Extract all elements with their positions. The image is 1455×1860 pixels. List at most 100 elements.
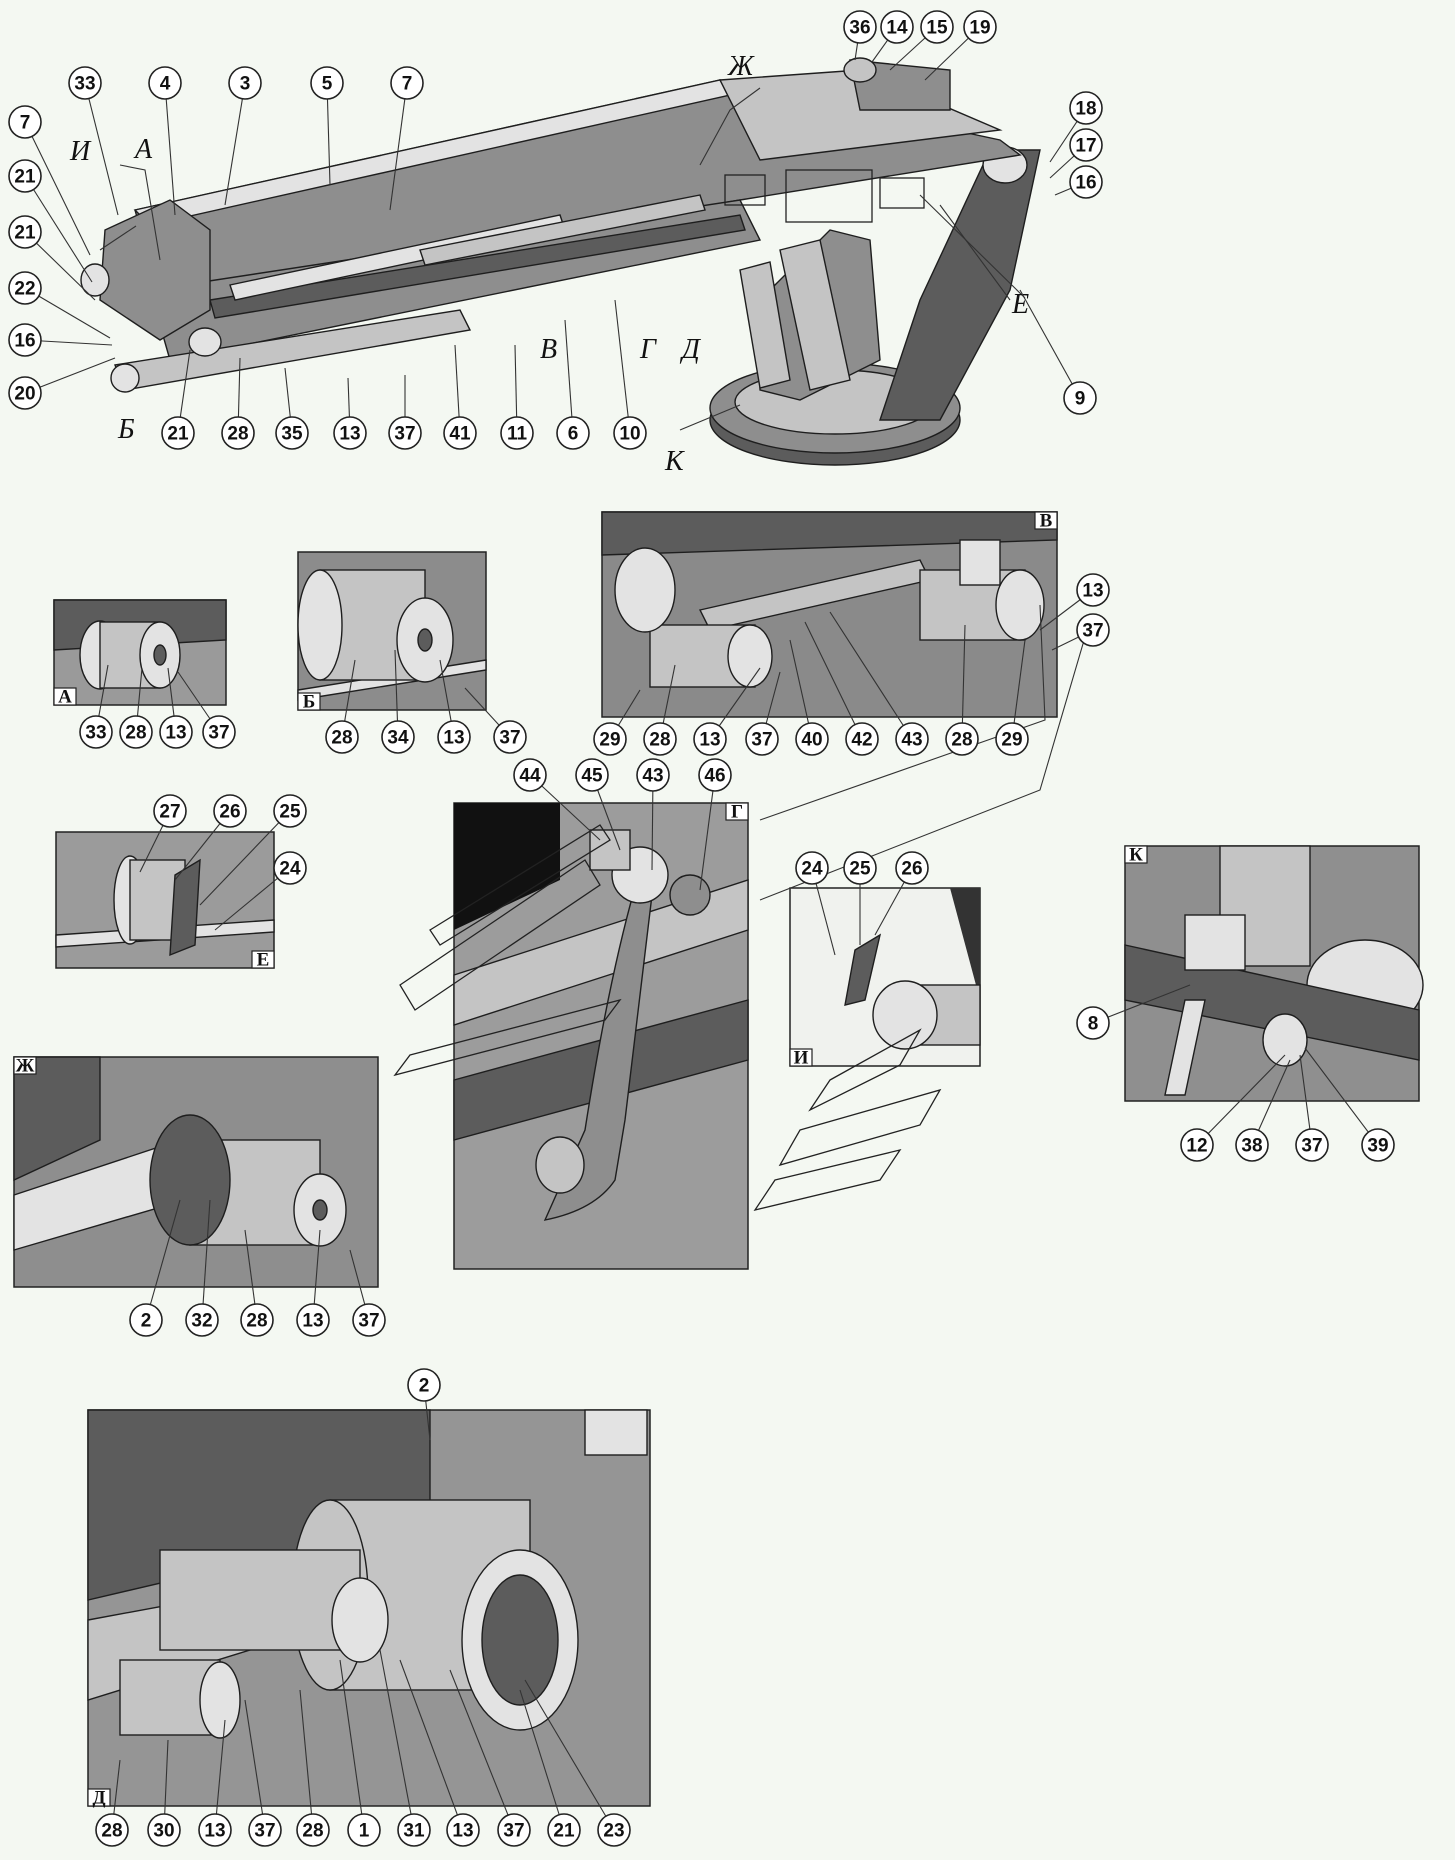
- callout-g-43: 43: [636, 758, 670, 792]
- svg-text:37: 37: [1082, 621, 1103, 642]
- callout-leader: [804, 621, 863, 740]
- callout-e-26: 26: [213, 794, 247, 828]
- callout-main-35: 35: [275, 416, 309, 450]
- callout-leader: [214, 1719, 226, 1831]
- svg-text:37: 37: [751, 730, 772, 751]
- svg-text:2: 2: [141, 1311, 152, 1332]
- svg-text:7: 7: [402, 74, 413, 95]
- callout-main-19: 19: [963, 10, 997, 44]
- callout-d-21: 21: [547, 1813, 581, 1847]
- callout-b-37: 37: [493, 720, 527, 754]
- svg-text:26: 26: [219, 802, 240, 823]
- callout-leader: [379, 1649, 415, 1831]
- callout-leader: [24, 175, 93, 283]
- callout-leader: [244, 1699, 266, 1831]
- svg-text:3: 3: [240, 74, 251, 95]
- svg-text:13: 13: [1082, 581, 1103, 602]
- svg-text:12: 12: [1186, 1136, 1207, 1157]
- callout-leader: [614, 299, 631, 434]
- callout-i-26: 26: [895, 851, 929, 885]
- svg-text:37: 37: [254, 1821, 275, 1842]
- callout-g-45: 45: [575, 758, 609, 792]
- svg-text:37: 37: [499, 728, 520, 749]
- callout-zh-32: 32: [185, 1303, 219, 1337]
- callout-main-7: 7: [390, 66, 424, 100]
- callout-i-25: 25: [843, 851, 877, 885]
- callout-main-9: 9: [1063, 381, 1097, 415]
- svg-text:44: 44: [519, 766, 541, 787]
- svg-text:15: 15: [926, 18, 948, 39]
- callout-a-28: 28: [119, 715, 153, 749]
- svg-text:28: 28: [649, 730, 670, 751]
- callout-leader: [201, 1199, 211, 1321]
- detail-panel-e: Е: [55, 831, 275, 971]
- callout-a-33: 33: [79, 715, 113, 749]
- callout-leader: [1196, 1054, 1286, 1146]
- panel-zh-label: Ж: [16, 1056, 35, 1077]
- svg-text:34: 34: [387, 728, 409, 749]
- detail-panel-v: В: [601, 511, 1058, 718]
- svg-text:8: 8: [1088, 1014, 1099, 1035]
- callout-main-33: 33: [68, 66, 102, 100]
- callout-main-36: 36: [843, 10, 877, 44]
- view-letter-zh: Ж: [727, 51, 755, 82]
- callout-leader: [199, 810, 291, 906]
- svg-text:2: 2: [419, 1376, 430, 1397]
- callout-leader: [84, 82, 119, 216]
- callout-d-28: 28: [296, 1813, 330, 1847]
- callout-main-7: 7: [8, 105, 42, 139]
- panel-b-label: Б: [303, 692, 316, 713]
- callout-leader: [1019, 289, 1081, 399]
- callout-leader: [224, 82, 246, 206]
- callout-k-38: 38: [1235, 1128, 1269, 1162]
- svg-text:21: 21: [14, 167, 36, 188]
- callout-main-14: 14: [880, 10, 914, 44]
- svg-text:6: 6: [568, 424, 579, 445]
- callout-leader: [1092, 984, 1191, 1024]
- svg-text:28: 28: [227, 424, 248, 445]
- callout-leader: [449, 1669, 515, 1831]
- callout-d-23: 23: [597, 1813, 631, 1847]
- callout-v-13: 13: [1076, 573, 1110, 607]
- svg-text:13: 13: [165, 723, 186, 744]
- svg-text:37: 37: [358, 1311, 379, 1332]
- callout-leader: [789, 639, 813, 740]
- svg-text:25: 25: [849, 859, 871, 880]
- detail-panel-zh: Ж: [13, 1056, 379, 1288]
- callout-leader: [326, 82, 331, 186]
- callout-v-13: 13: [693, 722, 727, 756]
- callout-d-13: 13: [446, 1813, 480, 1847]
- callout-main-16: 16: [1069, 165, 1103, 199]
- svg-text:28: 28: [951, 730, 972, 751]
- callout-zh-37: 37: [352, 1303, 386, 1337]
- detail-panel-k: К: [1124, 845, 1424, 1102]
- callout-main-20: 20: [8, 376, 42, 410]
- view-letter-k: К: [664, 446, 685, 477]
- callout-leader: [399, 1659, 464, 1831]
- callout-leader: [389, 82, 408, 211]
- svg-text:42: 42: [851, 730, 872, 751]
- callout-e-25: 25: [273, 794, 307, 828]
- callout-v-42: 42: [845, 722, 879, 756]
- svg-text:43: 43: [642, 766, 663, 787]
- callout-d-30: 30: [147, 1813, 181, 1847]
- svg-text:37: 37: [503, 1821, 524, 1842]
- svg-text:1: 1: [359, 1821, 370, 1842]
- callout-main-22: 22: [8, 271, 42, 305]
- callout-leader: [699, 774, 716, 891]
- view-letter-d: Д: [679, 334, 702, 365]
- callout-main-21: 21: [8, 159, 42, 193]
- detail-panel-g: Г: [453, 802, 749, 1270]
- svg-text:13: 13: [302, 1311, 323, 1332]
- view-letter-e: Е: [1011, 289, 1029, 320]
- svg-text:38: 38: [1241, 1136, 1262, 1157]
- callout-main-3: 3: [228, 66, 262, 100]
- svg-text:33: 33: [85, 723, 106, 744]
- callout-v-40: 40: [795, 722, 829, 756]
- svg-text:21: 21: [167, 424, 189, 445]
- callout-main-17: 17: [1069, 128, 1103, 162]
- detail-panel-d: Д: [87, 1409, 651, 1809]
- callout-leader: [299, 1689, 314, 1831]
- svg-text:36: 36: [849, 18, 870, 39]
- callout-d-13: 13: [198, 1813, 232, 1847]
